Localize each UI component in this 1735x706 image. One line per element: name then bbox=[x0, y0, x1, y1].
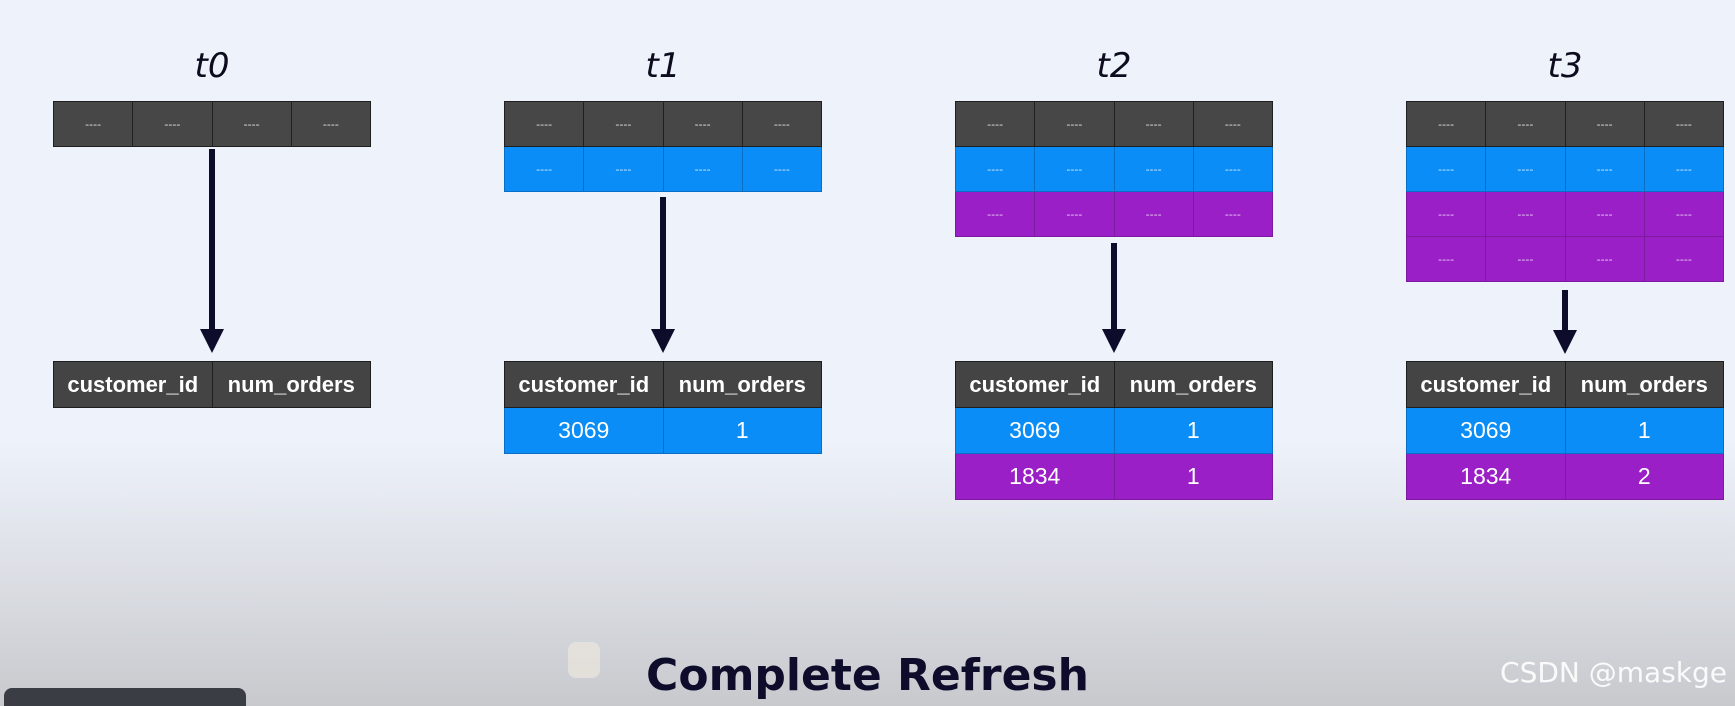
placeholder-cell: ---- bbox=[1485, 101, 1566, 147]
column-header-num-orders: num_orders bbox=[662, 361, 822, 408]
stage-label: t1 bbox=[645, 46, 681, 86]
table-row: 3069 1 bbox=[955, 407, 1273, 454]
table-row: 3069 1 bbox=[504, 407, 822, 454]
placeholder-cell: ---- bbox=[1643, 101, 1725, 147]
placeholder-cell: ---- bbox=[1034, 146, 1115, 192]
column-header-customer-id: customer_id bbox=[955, 361, 1115, 408]
column-header-customer-id: customer_id bbox=[53, 361, 213, 408]
placeholder-cell: ---- bbox=[1192, 191, 1274, 237]
placeholder-cell: ---- bbox=[52, 101, 134, 147]
placeholder-cell: ---- bbox=[662, 101, 743, 147]
placeholder-cell: ---- bbox=[1564, 101, 1645, 147]
cell-num-orders: 1 bbox=[1113, 453, 1273, 500]
stage-t2: t2 -------------------------------------… bbox=[954, 0, 1274, 520]
source-row: ---------------- bbox=[1405, 101, 1725, 147]
source-table: ----------------------------------------… bbox=[1405, 101, 1725, 282]
cell-num-orders: 2 bbox=[1564, 453, 1724, 500]
result-header-row: customer_id num_orders bbox=[1406, 361, 1724, 408]
source-row: ---------------- bbox=[954, 101, 1274, 147]
placeholder-cell: ---- bbox=[1485, 236, 1566, 282]
result-table: customer_id num_orders 3069 1 1834 1 bbox=[955, 361, 1273, 500]
table-row: 1834 1 bbox=[955, 453, 1273, 500]
placeholder-cell: ---- bbox=[132, 101, 213, 147]
placeholder-cell: ---- bbox=[503, 146, 585, 192]
placeholder-cell: ---- bbox=[1113, 191, 1194, 237]
source-row: ---------------- bbox=[1405, 236, 1725, 282]
cell-num-orders: 1 bbox=[1113, 407, 1273, 454]
placeholder-cell: ---- bbox=[1405, 191, 1487, 237]
result-table: customer_id num_orders 3069 1 bbox=[504, 361, 822, 454]
placeholder-cell: ---- bbox=[1192, 146, 1274, 192]
stage-label: t3 bbox=[1547, 46, 1583, 86]
page-title: Complete Refresh bbox=[646, 650, 1089, 701]
source-row: ---------------- bbox=[954, 191, 1274, 237]
placeholder-cell: ---- bbox=[741, 146, 823, 192]
stage-t0: t0 ---------------- customer_id num_orde… bbox=[52, 0, 372, 520]
result-table: customer_id num_orders 3069 1 1834 2 bbox=[1406, 361, 1724, 500]
table-row: 1834 2 bbox=[1406, 453, 1724, 500]
source-row: ---------------- bbox=[1405, 146, 1725, 192]
table-row: 3069 1 bbox=[1406, 407, 1724, 454]
placeholder-cell: ---- bbox=[583, 146, 664, 192]
placeholder-cell: ---- bbox=[1564, 191, 1645, 237]
result-header-row: customer_id num_orders bbox=[955, 361, 1273, 408]
result-header-row: customer_id num_orders bbox=[504, 361, 822, 408]
column-header-num-orders: num_orders bbox=[211, 361, 371, 408]
placeholder-cell: ---- bbox=[954, 101, 1036, 147]
watermark-text: CSDN @maskge bbox=[1500, 656, 1727, 689]
video-control-bar[interactable] bbox=[4, 688, 246, 706]
source-row: ---------------- bbox=[954, 146, 1274, 192]
decorative-blob bbox=[568, 642, 600, 678]
source-row: ---------------- bbox=[1405, 191, 1725, 237]
stage-label: t0 bbox=[194, 46, 230, 86]
stage-t3: t3 -------------------------------------… bbox=[1405, 0, 1725, 520]
cell-customer-id: 3069 bbox=[955, 407, 1115, 454]
placeholder-cell: ---- bbox=[1643, 146, 1725, 192]
source-table: ---------------- bbox=[52, 101, 372, 147]
column-header-customer-id: customer_id bbox=[1406, 361, 1566, 408]
result-header-row: customer_id num_orders bbox=[53, 361, 371, 408]
cell-num-orders: 1 bbox=[662, 407, 822, 454]
cell-customer-id: 1834 bbox=[1406, 453, 1566, 500]
column-header-num-orders: num_orders bbox=[1564, 361, 1724, 408]
source-table: ----------------------------------------… bbox=[954, 101, 1274, 237]
result-table: customer_id num_orders bbox=[53, 361, 371, 408]
column-header-customer-id: customer_id bbox=[504, 361, 664, 408]
placeholder-cell: ---- bbox=[290, 101, 372, 147]
cell-customer-id: 3069 bbox=[1406, 407, 1566, 454]
placeholder-cell: ---- bbox=[1643, 236, 1725, 282]
placeholder-cell: ---- bbox=[954, 191, 1036, 237]
cell-customer-id: 3069 bbox=[504, 407, 664, 454]
cell-customer-id: 1834 bbox=[955, 453, 1115, 500]
source-row: ---------------- bbox=[503, 101, 823, 147]
placeholder-cell: ---- bbox=[1405, 101, 1487, 147]
cell-num-orders: 1 bbox=[1564, 407, 1724, 454]
column-header-num-orders: num_orders bbox=[1113, 361, 1273, 408]
placeholder-cell: ---- bbox=[1034, 101, 1115, 147]
source-table: -------------------------------- bbox=[503, 101, 823, 192]
placeholder-cell: ---- bbox=[1034, 191, 1115, 237]
source-row: ---------------- bbox=[503, 146, 823, 192]
placeholder-cell: ---- bbox=[1113, 101, 1194, 147]
stage-t1: t1 -------------------------------- cust… bbox=[503, 0, 823, 520]
placeholder-cell: ---- bbox=[1405, 236, 1487, 282]
placeholder-cell: ---- bbox=[954, 146, 1036, 192]
placeholder-cell: ---- bbox=[1485, 191, 1566, 237]
placeholder-cell: ---- bbox=[1405, 146, 1487, 192]
stage-label: t2 bbox=[1096, 46, 1132, 86]
placeholder-cell: ---- bbox=[1485, 146, 1566, 192]
placeholder-cell: ---- bbox=[741, 101, 823, 147]
placeholder-cell: ---- bbox=[503, 101, 585, 147]
placeholder-cell: ---- bbox=[1192, 101, 1274, 147]
source-row: ---------------- bbox=[52, 101, 372, 147]
placeholder-cell: ---- bbox=[1564, 236, 1645, 282]
placeholder-cell: ---- bbox=[662, 146, 743, 192]
placeholder-cell: ---- bbox=[211, 101, 292, 147]
placeholder-cell: ---- bbox=[1564, 146, 1645, 192]
placeholder-cell: ---- bbox=[583, 101, 664, 147]
placeholder-cell: ---- bbox=[1113, 146, 1194, 192]
placeholder-cell: ---- bbox=[1643, 191, 1725, 237]
